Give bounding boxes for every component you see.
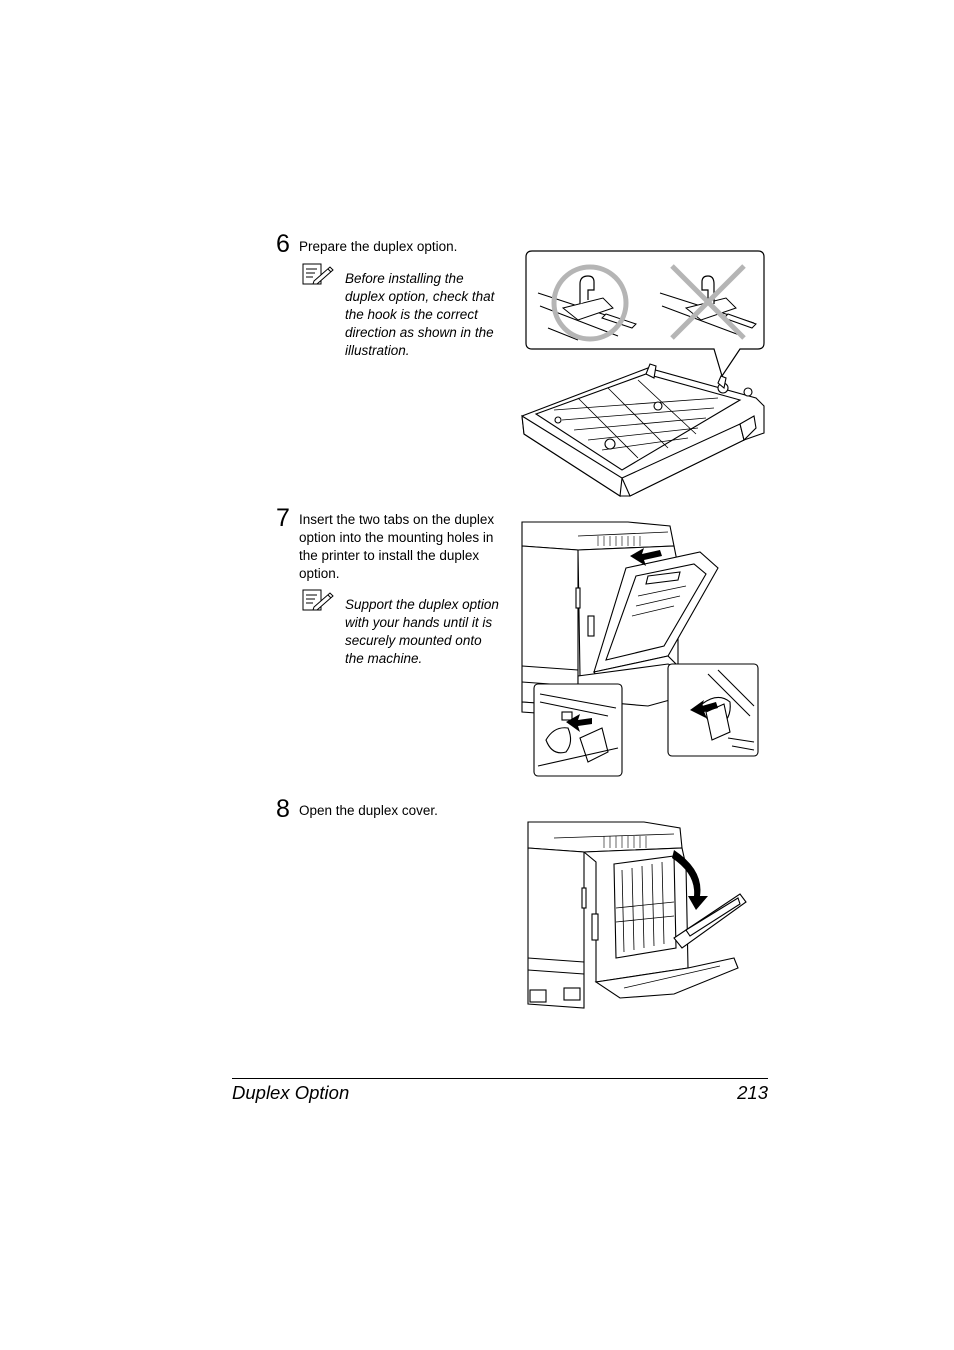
note-line: the hook is the correct xyxy=(345,307,478,322)
step-8-text: Open the duplex cover. xyxy=(299,803,438,818)
cross-x-icon xyxy=(670,264,746,340)
step-text-line: Insert the two tabs on the duplex xyxy=(299,512,495,527)
incorrect-hook-illustration xyxy=(659,264,757,340)
note-line: illustration. xyxy=(345,343,410,358)
note-line: Support the duplex option xyxy=(345,597,499,612)
printer-drawing xyxy=(521,521,730,717)
note-line: direction as shown in the xyxy=(345,325,494,340)
step-8-number: 8 xyxy=(276,795,290,823)
step-6-note: Before installing the duplex option, che… xyxy=(345,270,494,360)
arrow-icon xyxy=(690,700,718,718)
note-pencil-icon xyxy=(302,589,334,611)
step-6-text: Prepare the duplex option. xyxy=(299,239,458,254)
note-line: securely mounted onto xyxy=(345,633,482,648)
duplex-hook-illustration xyxy=(518,248,770,498)
note-line: the machine. xyxy=(345,651,423,666)
step-text-line: the printer to install the duplex xyxy=(299,548,480,563)
note-pencil-icon xyxy=(302,263,334,285)
duplex-unit-drawing xyxy=(521,363,765,497)
note-line: Before installing the xyxy=(345,271,464,286)
page-number: 213 xyxy=(737,1082,768,1103)
note-line: duplex option, check that xyxy=(345,289,495,304)
duplex-cover-open-illustration xyxy=(524,818,750,1012)
step-7-text: Insert the two tabs on the duplex option… xyxy=(299,511,494,583)
duplex-install-illustration xyxy=(518,516,762,780)
circle-ok-icon xyxy=(551,264,629,342)
step-6-number: 6 xyxy=(276,230,290,258)
inset-right xyxy=(667,663,759,757)
arrow-icon xyxy=(672,850,708,910)
step-text-line: option into the mounting holes in xyxy=(299,530,494,545)
step-text-line: option. xyxy=(299,566,340,581)
printer-drawing xyxy=(527,821,747,1009)
footer-section-title: Duplex Option xyxy=(232,1082,350,1103)
note-line: with your hands until it is xyxy=(345,615,493,630)
step-7-number: 7 xyxy=(276,504,290,532)
arrow-icon xyxy=(566,714,592,732)
correct-hook-illustration xyxy=(537,264,637,342)
step-7-note: Support the duplex option with your hand… xyxy=(345,596,499,668)
footer-rule xyxy=(232,1078,768,1079)
arrow-icon xyxy=(630,548,662,566)
